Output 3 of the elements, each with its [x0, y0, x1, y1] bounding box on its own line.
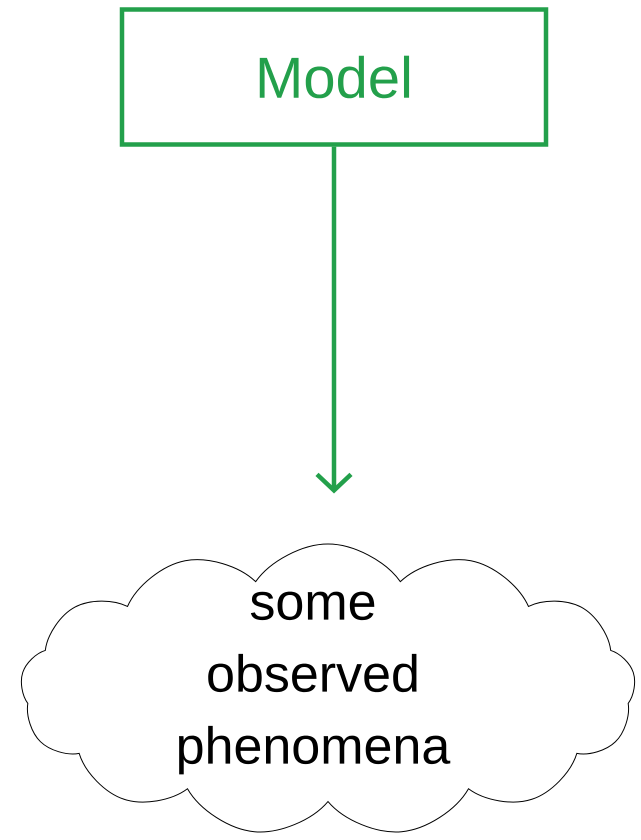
cloud-text: some observed phenomena: [179, 592, 450, 774]
model-box: Model: [120, 7, 548, 147]
arrow: [315, 146, 353, 494]
